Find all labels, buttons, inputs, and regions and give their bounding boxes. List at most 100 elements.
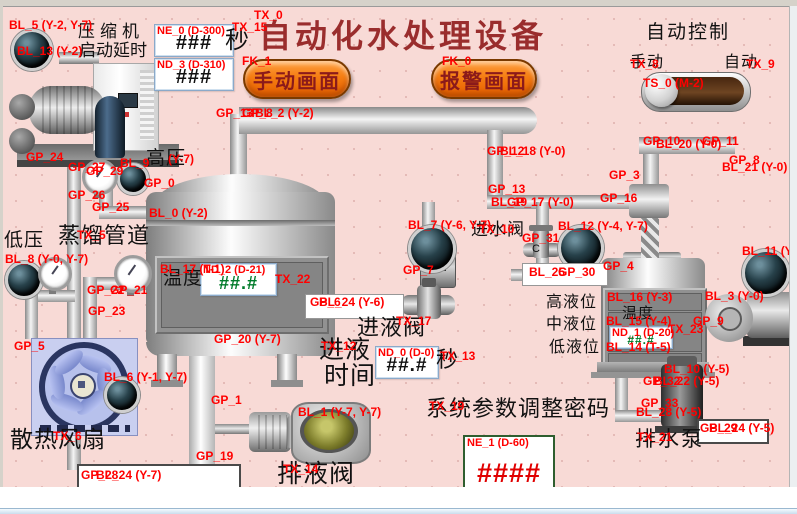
center-tank-leg: [277, 354, 297, 382]
text-label: 时间: [324, 362, 377, 390]
pipe-segment: [643, 146, 659, 188]
text-label: 秒: [225, 27, 249, 54]
text-label: 高压: [146, 148, 187, 169]
info-box-BL25: [522, 263, 608, 286]
drain-shaft: [215, 424, 253, 434]
pressure-gauge: [38, 257, 72, 291]
manual-screen-button[interactable]: 手动画面: [243, 59, 351, 99]
tag-label: BL_28 (Y-5): [636, 405, 702, 419]
lamp-BL7: [408, 225, 456, 273]
text-label: 散热风扇: [10, 426, 106, 452]
pipe-column: [189, 336, 215, 468]
tag-label: BL_3 (Y-0): [705, 289, 764, 303]
tag-label: BL_25: [529, 265, 566, 279]
drain-pump-base: [655, 426, 709, 433]
pipe-segment: [83, 277, 97, 339]
tag-label: GP_11: [702, 134, 739, 148]
tag-label: TX_0: [254, 8, 283, 22]
lamp-BL6: [104, 377, 140, 413]
tag-label: GP_13: [488, 182, 526, 196]
text-label: 排液阀: [277, 460, 356, 488]
window-frame-right: [789, 6, 797, 488]
tag-label: BL_0 (Y-2): [149, 206, 208, 220]
tag-label: BL_11 (Y-: [742, 244, 797, 258]
center-tank-skirt: [146, 342, 335, 356]
compressor-pipe-top: [59, 52, 99, 64]
display-layer: NE_0 (D-300)###ND_3 (D-310)### ND_2 (D-21…: [3, 6, 789, 492]
display-ND_2[interactable]: ND_2 (D-21)##.#: [200, 263, 277, 296]
tag-label: BL_13 (Y-2): [17, 44, 83, 58]
text-label: 秒: [436, 347, 459, 372]
text-label: C: [532, 243, 540, 255]
text-label: 系统参数调整密码: [426, 396, 611, 421]
tag-label: TX_15: [232, 20, 268, 34]
display-value: ##.#: [386, 355, 428, 376]
bottom-scrollbar[interactable]: [0, 508, 797, 514]
tag-label: TX_5: [77, 228, 106, 242]
tag-label: TX_13: [440, 349, 476, 363]
display-ND_1[interactable]: ND_1 (D-20)##.#: [609, 326, 674, 349]
tag-label: TS_0 (M-2): [643, 76, 704, 90]
tag-label: GP_30: [558, 265, 596, 279]
display-ND_0[interactable]: ND_0 (D-0)##.#: [375, 346, 439, 379]
transfer-pump-skid: [743, 336, 797, 346]
tag-label: GP_32: [643, 374, 681, 388]
lamp-BL11: [742, 249, 790, 297]
drain-pump: [661, 364, 703, 428]
tag-label: GP_20 (Y-7): [214, 332, 281, 346]
tag-label: BL_14 (T-5): [606, 340, 671, 354]
pipe-segment: [487, 130, 503, 202]
fan-feet: [40, 425, 130, 432]
auto-manual-toggle[interactable]: [641, 72, 751, 112]
tag-label: (Y-7): [168, 152, 195, 166]
tag-label: BL_22 (Y-5): [654, 374, 720, 388]
display-NE_1[interactable]: NE_1 (D-60)####: [463, 435, 555, 492]
pressure-gauge: [114, 255, 152, 293]
drain-actuator: [249, 412, 291, 452]
display-value: ####: [476, 458, 542, 488]
tag-label: GP_31: [522, 231, 560, 245]
display-ND_3[interactable]: ND_3 (D-310)###: [154, 58, 234, 91]
tag-label: TX_23: [668, 322, 704, 336]
display-NE_0[interactable]: NE_0 (D-300)###: [154, 24, 234, 57]
text-label: 手动: [630, 54, 665, 71]
compressor-flange: [9, 128, 35, 154]
info-box-GP29: [697, 419, 769, 444]
tag-label: GP_33: [641, 396, 679, 410]
tag-label: BL_20 (Y-0): [656, 137, 722, 151]
tag-label: TX_19: [429, 399, 465, 413]
tag-label: GP_13: [216, 106, 254, 120]
display-value: ###: [175, 66, 213, 88]
tag-label: TX_9: [746, 57, 775, 71]
tag-label: BL_24 (Y-5): [709, 421, 775, 435]
pipe-segment: [239, 107, 511, 134]
text-label: 温度: [622, 305, 655, 322]
text-label: 排水泵: [635, 428, 704, 451]
text-label: 进液: [319, 336, 372, 364]
pipe-segment: [639, 137, 735, 154]
tag-label: GP_9: [693, 314, 724, 328]
tag-label: BL_21 (Y-0): [722, 160, 788, 174]
tag-label: GP_23: [88, 304, 126, 318]
tag-label: GP_1: [211, 393, 242, 407]
tag-label: GP_3: [609, 168, 640, 182]
fan-hub: [70, 373, 96, 399]
text-label: 自动控制: [646, 22, 731, 43]
tag-label: GP_10: [643, 134, 681, 148]
display-tag: ND_2 (D-21): [203, 264, 266, 276]
center-tank-foot: [151, 380, 183, 387]
tag-label: BL_19: [491, 195, 528, 209]
tag-label: TX_12: [321, 339, 357, 353]
text-label: 温度: [163, 268, 204, 289]
agitator-screw: [641, 218, 659, 258]
compressor-receiver-tank: [95, 96, 125, 158]
tag-label: TX_8: [630, 57, 659, 71]
text-label: 蒸馏管道: [58, 223, 151, 248]
tag-label: GP_24: [26, 150, 64, 164]
tag-label: BL_5 (Y-2, Y-7): [9, 18, 93, 32]
text-label: 自动: [724, 54, 759, 71]
tag-label: BL_16 (Y-3): [607, 290, 673, 304]
lamp-BL8: [5, 261, 43, 299]
alarm-screen-button[interactable]: 报警画面: [431, 59, 537, 99]
toggle-knob[interactable]: [645, 74, 678, 107]
